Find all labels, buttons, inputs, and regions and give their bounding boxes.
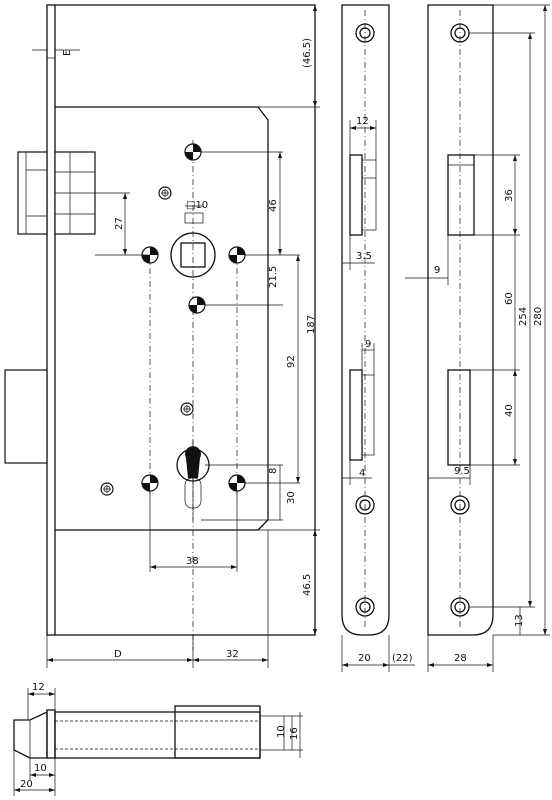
dim-92: 92 [286,355,297,368]
faceplate-dim-28: 28 [454,653,467,664]
mounting-hole-middle [188,296,206,314]
strike-dim-3-5: 3.5 [356,251,372,262]
bolt-slot [447,369,471,466]
faceplate-dim-9-5: 9.5 [454,466,470,477]
bolt-opening [349,369,363,461]
strike-dim-22: (22) [392,653,413,664]
faceplate-hole-icon [450,495,470,515]
follower-spindle [170,205,216,278]
faceplate-dim-36: 36 [504,189,515,202]
strike-plate-outline [341,4,390,636]
dim-38: 38 [186,556,199,567]
strike-dim-4: 4 [359,468,365,479]
mounting-hole-top [184,143,202,161]
bottom-dim-12: 12 [32,682,45,693]
dim-30: 30 [286,491,297,504]
mounting-hole-left-lower [141,474,159,492]
mounting-hole-right-lower [228,474,246,492]
faceplate-dim-60: 60 [504,292,515,305]
faceplate-dim-9: 9 [434,265,440,276]
faceplate-dim-13: 13 [514,614,525,627]
latch-opening [349,154,363,236]
dim-46-5-bottom: 46.5 [302,574,313,596]
latch-slot [447,154,475,236]
bottom-latch-head [13,710,48,759]
strike-dim-9: 9 [365,339,371,350]
strike-dim-12: 12 [356,116,369,127]
bottom-section-view: 12 10 20 10 16 [13,682,303,796]
bottom-case-cover [174,705,261,759]
case-outline [55,4,316,636]
strike-hole-icon [355,23,375,43]
bottom-dim-16: 16 [289,727,300,740]
dim-d: D [114,649,122,660]
dim-square-10: □10 [186,200,208,211]
faceplate-dim-280: 280 [533,307,544,326]
dim-32: 32 [226,649,239,660]
mounting-hole-right-upper [228,246,246,264]
screw-icon [100,482,114,496]
latch-bolt [17,151,48,235]
dim-187: 187 [306,315,317,334]
strike-dim-20: 20 [358,653,371,664]
strike-plate-view: 12 3.5 9 4 20 (22) [341,4,415,672]
faceplate-dim-254: 254 [518,307,529,326]
forend-plate [46,4,56,636]
keyhole [176,440,210,520]
faceplate-dim-40: 40 [504,404,515,417]
screw-icon [158,186,172,200]
dim-46-5-top: (46.5) [302,38,313,68]
dead-bolt [4,369,48,464]
dim-21-5: 21.5 [268,266,279,288]
strike-hole-icon [355,495,375,515]
bottom-dim-10-right: 10 [276,725,287,738]
bottom-forend [46,709,56,759]
faceplate-outline [427,4,494,636]
bottom-case-body [54,711,261,759]
screw-icon [180,402,194,416]
case-body [55,106,269,531]
faceplate-view: 9 36 60 254 280 40 9.5 13 28 [405,4,550,672]
bottom-dim-10-left: 10 [34,763,47,774]
dim-46: 46 [268,199,279,212]
dim-e: E [62,50,73,56]
strike-hole-icon [355,597,375,617]
bottom-dim-20: 20 [20,779,33,790]
dim-8: 8 [268,468,279,474]
dim-27: 27 [114,217,125,230]
lock-case-front-view: E (46.5) 27 □10 46 21.5 187 92 8 30 38 4… [4,4,320,668]
